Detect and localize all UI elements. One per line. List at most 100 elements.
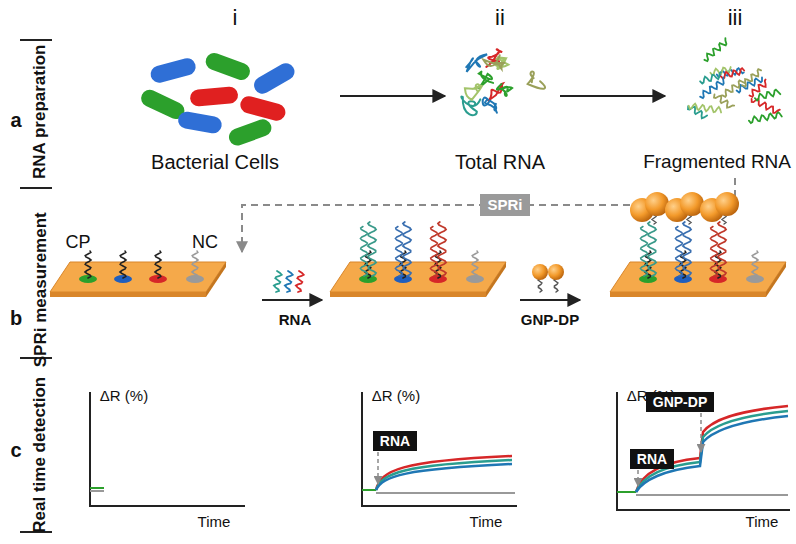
rna-sample-strand	[285, 271, 293, 292]
row-letter: c	[10, 439, 21, 462]
rna-fragment	[721, 68, 744, 79]
stage-caption: Total RNA	[455, 151, 545, 174]
axis-label: ΔR (%)	[100, 387, 148, 404]
bound-rna	[396, 227, 403, 277]
bound-rna	[438, 222, 446, 276]
tag-text: GNP-DP	[653, 394, 707, 410]
probe-label: NC	[192, 232, 218, 253]
stage-caption: Fragmented RNA	[643, 151, 791, 173]
column-numeral: i	[233, 5, 238, 30]
total-rna-strand	[465, 84, 482, 99]
probe-spot	[359, 275, 377, 283]
probe-spot	[639, 275, 657, 283]
drawing-rect	[189, 86, 238, 107]
negative-control-probe	[752, 251, 758, 278]
chip-side	[486, 262, 506, 297]
axis-label: Time	[470, 513, 503, 530]
drawing-rect	[227, 117, 274, 148]
step-label: RNA	[279, 311, 312, 328]
drawing-rect	[177, 110, 223, 134]
total-rna-strand	[483, 98, 497, 113]
probe-spot	[674, 275, 692, 283]
tag-text: SPRi	[487, 196, 522, 213]
drawing-line	[376, 492, 515, 494]
axis-label: Time	[198, 513, 231, 530]
rna-sample-strand	[274, 271, 282, 292]
row-letter: b	[10, 307, 22, 330]
drawing-path	[376, 464, 512, 490]
total-rna-strand	[466, 54, 487, 72]
bound-rna	[683, 222, 691, 276]
drawing-line	[362, 489, 376, 491]
drawing-path	[617, 392, 790, 510]
rna-fragment	[750, 80, 766, 97]
rna-fragment	[704, 38, 726, 61]
probe-spot	[79, 275, 97, 283]
chip-surface	[610, 262, 786, 292]
rna-sample-strand	[296, 271, 304, 292]
row-title: SPRi measurement	[30, 213, 50, 368]
gold-nanoparticle	[715, 192, 739, 216]
probe-spot	[149, 275, 167, 283]
column-numeral: ii	[495, 5, 505, 30]
event-tag: RNA	[373, 431, 417, 451]
gold-nanoparticle	[548, 264, 564, 280]
chip-edge	[330, 292, 486, 297]
drawing-line	[90, 487, 104, 489]
drawing-line	[520, 299, 580, 301]
capture-probe	[85, 251, 91, 278]
tag-text: RNA	[637, 451, 667, 467]
bound-rna	[648, 222, 656, 276]
rna-fragment	[723, 80, 746, 97]
bound-rna	[368, 222, 376, 276]
bacteria-cells	[138, 51, 297, 148]
bound-rna	[361, 227, 368, 277]
gold-nanoparticles	[532, 192, 739, 280]
total-rna-strand	[497, 84, 512, 96]
drawing-line	[617, 491, 636, 493]
probe-spot	[186, 275, 204, 283]
step-label: GNP-DP	[521, 311, 579, 328]
row-letter: a	[10, 109, 21, 132]
rna-fragment	[700, 78, 724, 99]
column-numeral: iii	[728, 5, 743, 30]
total-rna-strand	[528, 72, 545, 89]
bound-rna	[641, 227, 648, 277]
chip-edge	[610, 292, 766, 297]
event-tag: RNA	[630, 449, 674, 469]
capture-probe	[120, 251, 126, 278]
chip-side	[206, 262, 226, 297]
drawing-rect	[238, 94, 287, 122]
tag-text: RNA	[380, 433, 410, 449]
bound-rna	[431, 227, 438, 277]
drawing-line	[262, 299, 322, 301]
probe-label: CP	[65, 232, 90, 253]
drawing-rect	[203, 51, 252, 83]
detection-probe	[554, 279, 558, 293]
bound-rna	[718, 222, 726, 276]
drawing-path	[376, 460, 512, 490]
transfer-dashed-line	[242, 178, 735, 252]
probe-spot	[746, 275, 764, 283]
negative-control-probe	[472, 251, 478, 278]
rna-fragment	[749, 112, 782, 123]
capture-probe	[155, 251, 161, 278]
detection-probe	[538, 279, 542, 293]
probe-spot	[394, 275, 412, 283]
chip-edge	[50, 292, 206, 297]
chip-side	[766, 262, 786, 297]
event-tag: GNP-DP	[646, 392, 714, 412]
probe-spot	[466, 275, 484, 283]
axis-label: Time	[746, 513, 779, 530]
negative-control-probe	[192, 251, 198, 278]
chip-surface	[50, 262, 226, 292]
chip-surface	[330, 262, 506, 292]
drawing-path	[90, 392, 245, 506]
drawing-line	[636, 494, 788, 496]
drawing-line	[560, 95, 665, 97]
drawing-rect	[149, 56, 198, 84]
drawing-line	[700, 413, 702, 452]
row-separators	[20, 40, 52, 532]
